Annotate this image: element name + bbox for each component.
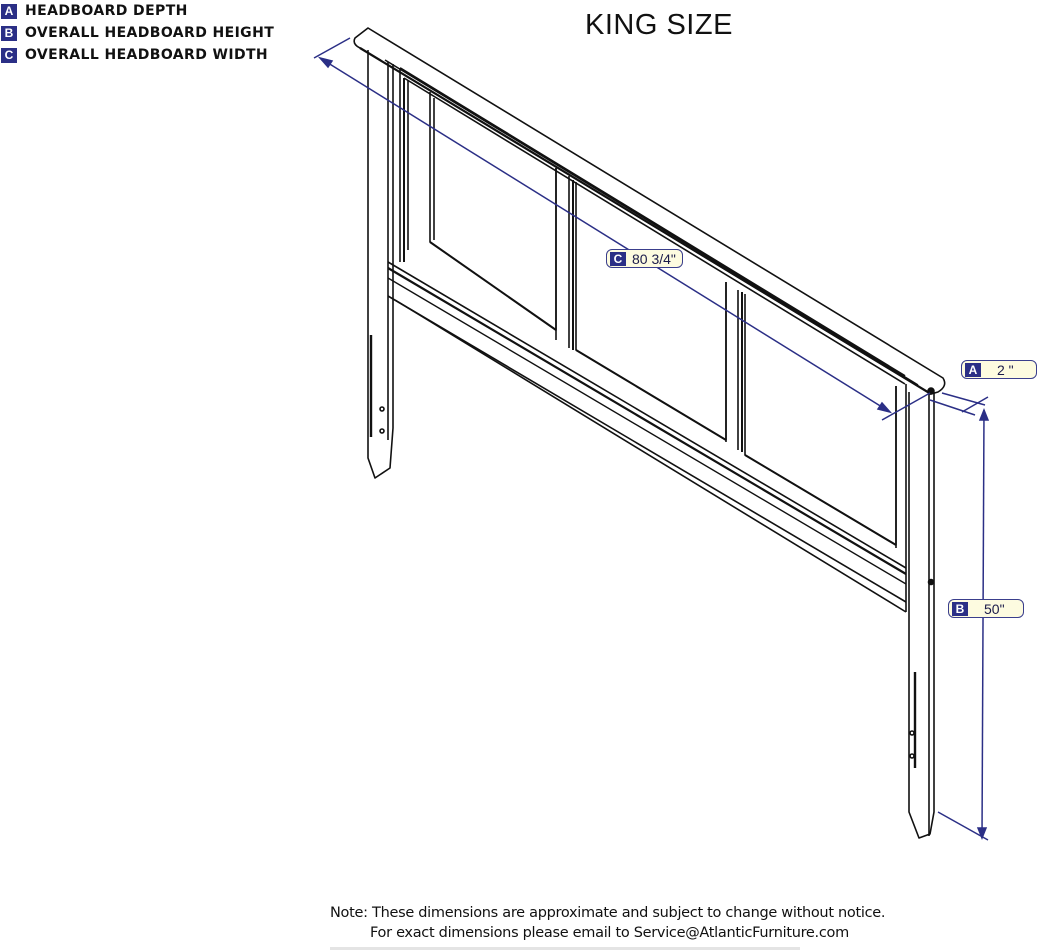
dimension-key-a: A bbox=[965, 362, 981, 377]
legend-item-width: C OVERALL HEADBOARD WIDTH bbox=[1, 44, 274, 66]
legend-label: OVERALL HEADBOARD HEIGHT bbox=[25, 25, 275, 41]
legend-label: OVERALL HEADBOARD WIDTH bbox=[25, 47, 269, 63]
legend-key-c: C bbox=[1, 47, 17, 63]
dimension-tag-height: B 50" bbox=[948, 599, 1024, 618]
dimension-key-c: C bbox=[610, 251, 626, 266]
note-line-2: For exact dimensions please email to Ser… bbox=[370, 925, 849, 941]
left-leg bbox=[367, 50, 394, 479]
dimension-legend: A HEADBOARD DEPTH B OVERALL HEADBOARD HE… bbox=[1, 0, 274, 66]
divider bbox=[330, 947, 800, 950]
dimension-tag-depth: A 2 " bbox=[961, 360, 1037, 379]
right-leg bbox=[908, 392, 935, 839]
dimension-key-b: B bbox=[952, 601, 968, 616]
legend-key-a: A bbox=[1, 3, 17, 19]
top-cap bbox=[353, 27, 946, 395]
dimension-lines bbox=[313, 37, 990, 841]
dimension-value-width: 80 3/4" bbox=[632, 250, 676, 267]
dimension-value-depth: 2 " bbox=[997, 361, 1014, 378]
legend-item-height: B OVERALL HEADBOARD HEIGHT bbox=[1, 22, 274, 44]
dimension-tag-width: C 80 3/4" bbox=[606, 249, 683, 268]
dimension-value-height: 50" bbox=[984, 600, 1005, 617]
legend-key-b: B bbox=[1, 25, 17, 41]
disclaimer-note: Note: These dimensions are approximate a… bbox=[330, 903, 886, 943]
page-title: KING SIZE bbox=[585, 9, 733, 41]
legend-item-depth: A HEADBOARD DEPTH bbox=[1, 0, 274, 22]
note-line-1: Note: These dimensions are approximate a… bbox=[330, 905, 886, 921]
legend-label: HEADBOARD DEPTH bbox=[25, 3, 188, 19]
